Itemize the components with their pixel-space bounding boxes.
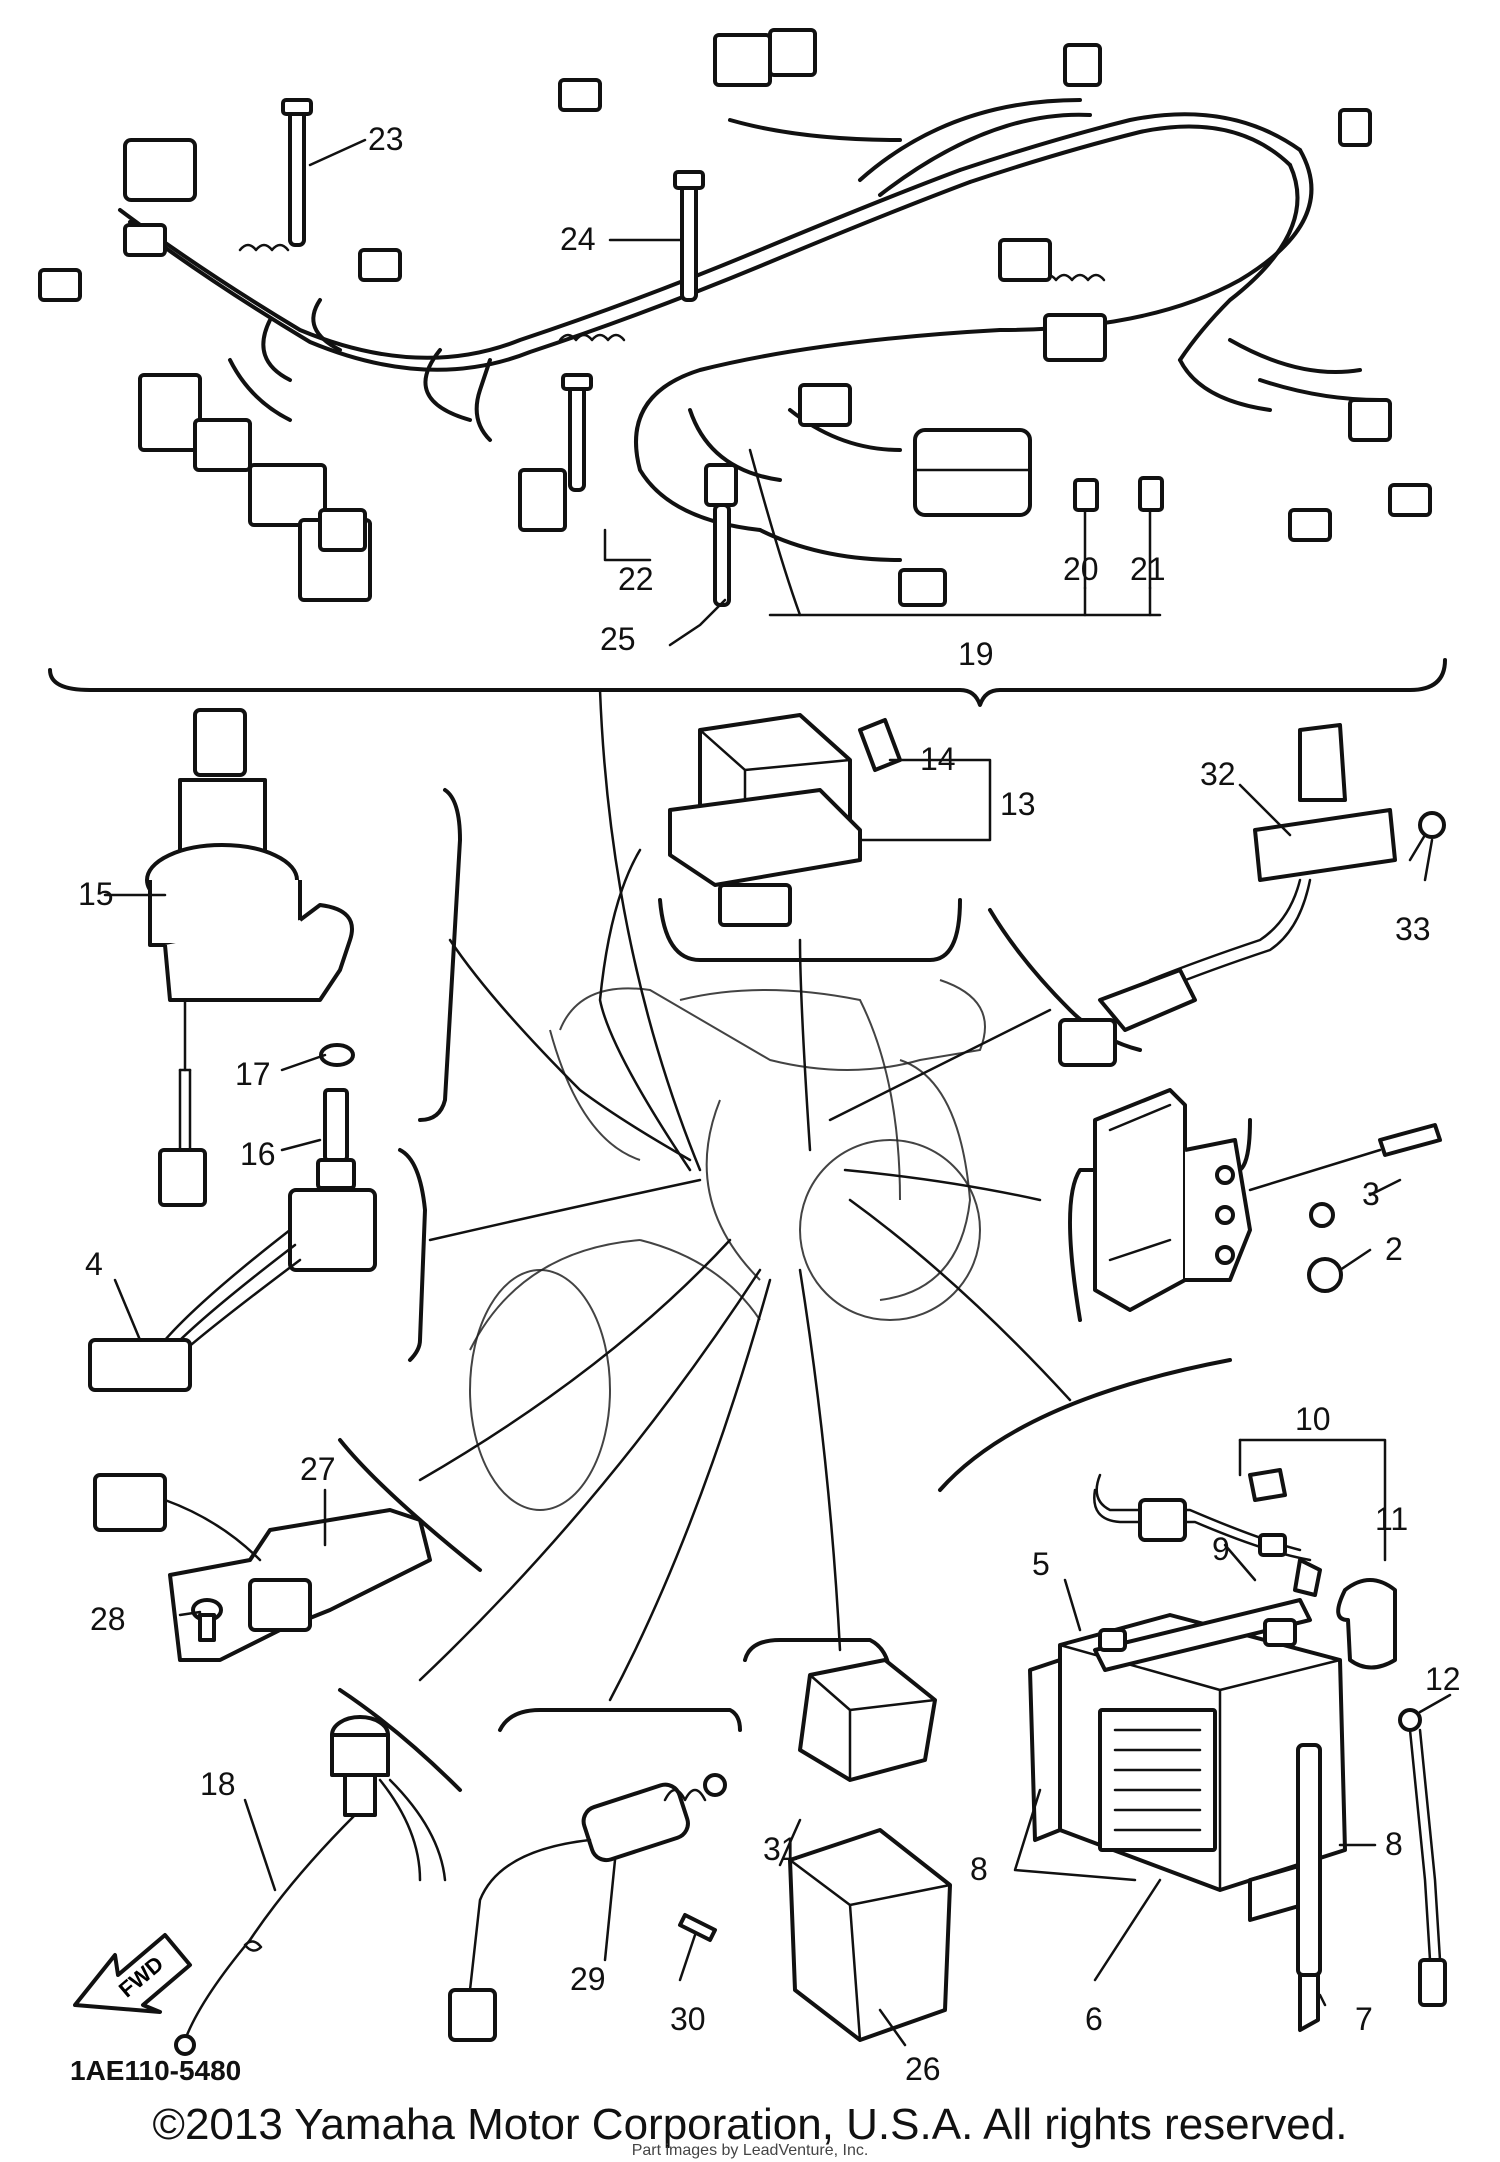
callout-6: 6 [1085,2001,1103,2037]
screw-30[interactable] [678,1913,717,1942]
pointer-lines [418,688,1072,1702]
callout-27: 27 [300,1451,336,1487]
callout-14: 14 [920,741,956,777]
cylinder-29[interactable] [448,1773,727,2042]
callout-8a: 8 [1385,1826,1403,1862]
callout-11: 11 [1375,1501,1408,1537]
callout-7: 7 [1355,2001,1373,2037]
relay-26[interactable] [788,1828,952,2042]
battery-5[interactable] [1028,1598,1347,1922]
callout-19: 19 [958,636,994,672]
bracket-27[interactable] [93,1473,432,1662]
callout-8b: 8 [970,1851,988,1887]
drawing-code: 1AE110-5480 [70,2055,241,2086]
relay-13[interactable] [668,713,862,927]
band-23[interactable] [281,98,313,247]
fuse-box[interactable] [913,428,1032,517]
callout-25: 25 [600,621,636,657]
main-switch[interactable] [145,708,354,1207]
callout-30: 30 [670,2001,706,2037]
callout-22: 22 [618,561,654,597]
callout-15: 15 [78,876,114,912]
callout-17: 17 [235,1056,271,1092]
fwd-arrow-icon: FWD [73,1933,192,2014]
relay-31[interactable] [798,1658,937,1782]
callout-numbers: 23 24 22 25 20 21 19 14 13 32 33 15 17 1… [70,121,1461,2087]
band-24[interactable] [673,170,705,302]
callout-24: 24 [560,221,596,257]
image-credit: Part images by LeadVenture, Inc. [631,2142,869,2159]
callout-28: 28 [90,1601,126,1637]
screw-33[interactable] [1408,811,1446,862]
callout-9: 9 [1212,1531,1230,1567]
fuse-20[interactable] [1073,478,1099,512]
motorcycle-silhouette [469,979,986,1511]
bolt-16[interactable] [316,1088,356,1190]
callout-33: 33 [1395,911,1431,947]
nut-3[interactable] [1309,1202,1335,1228]
wire-harness[interactable] [118,98,1382,562]
cable-10[interactable] [1093,1468,1322,1597]
cap-11[interactable] [1336,1578,1397,1670]
fuse-21[interactable] [1138,476,1164,512]
callout-3: 3 [1362,1176,1380,1212]
callout-26: 26 [905,2051,941,2087]
callout-5: 5 [1032,1546,1050,1582]
sub-lead-wire[interactable] [88,1188,377,1392]
callout-31: 31 [763,1831,799,1867]
callout-4: 4 [85,1246,103,1282]
harness-connectors [38,28,1432,607]
fuse-14[interactable] [858,718,902,772]
group-brace [48,658,1447,707]
nut-2[interactable] [1307,1257,1343,1293]
callout-16: 16 [240,1136,276,1172]
callout-12: 12 [1425,1661,1461,1697]
callout-leaders [103,758,1452,2047]
band-22[interactable] [561,373,593,492]
copyright-notice: ©2013 Yamaha Motor Corporation, U.S.A. A… [152,2100,1348,2149]
callout-32: 32 [1200,756,1236,792]
callout-18: 18 [200,1766,236,1802]
rectifier-regulator[interactable] [1093,1088,1442,1312]
band-25[interactable] [704,463,738,607]
callout-13: 13 [1000,786,1036,822]
callout-20: 20 [1063,551,1099,587]
screw-28[interactable] [191,1598,223,1642]
callout-2: 2 [1385,1231,1403,1267]
washer-17[interactable] [319,1043,355,1067]
neutral-switch[interactable] [174,1715,447,2056]
relay-32[interactable] [1058,723,1397,1067]
callout-23: 23 [368,121,404,157]
callout-21: 21 [1130,551,1166,587]
callout-29: 29 [570,1961,606,1997]
leader-lines-top [308,138,1162,647]
cable-12[interactable] [1398,1708,1447,2007]
rod-7[interactable] [1296,1743,1322,2032]
callout-10: 10 [1295,1401,1331,1437]
battery-label-6 [1113,1728,1202,1832]
